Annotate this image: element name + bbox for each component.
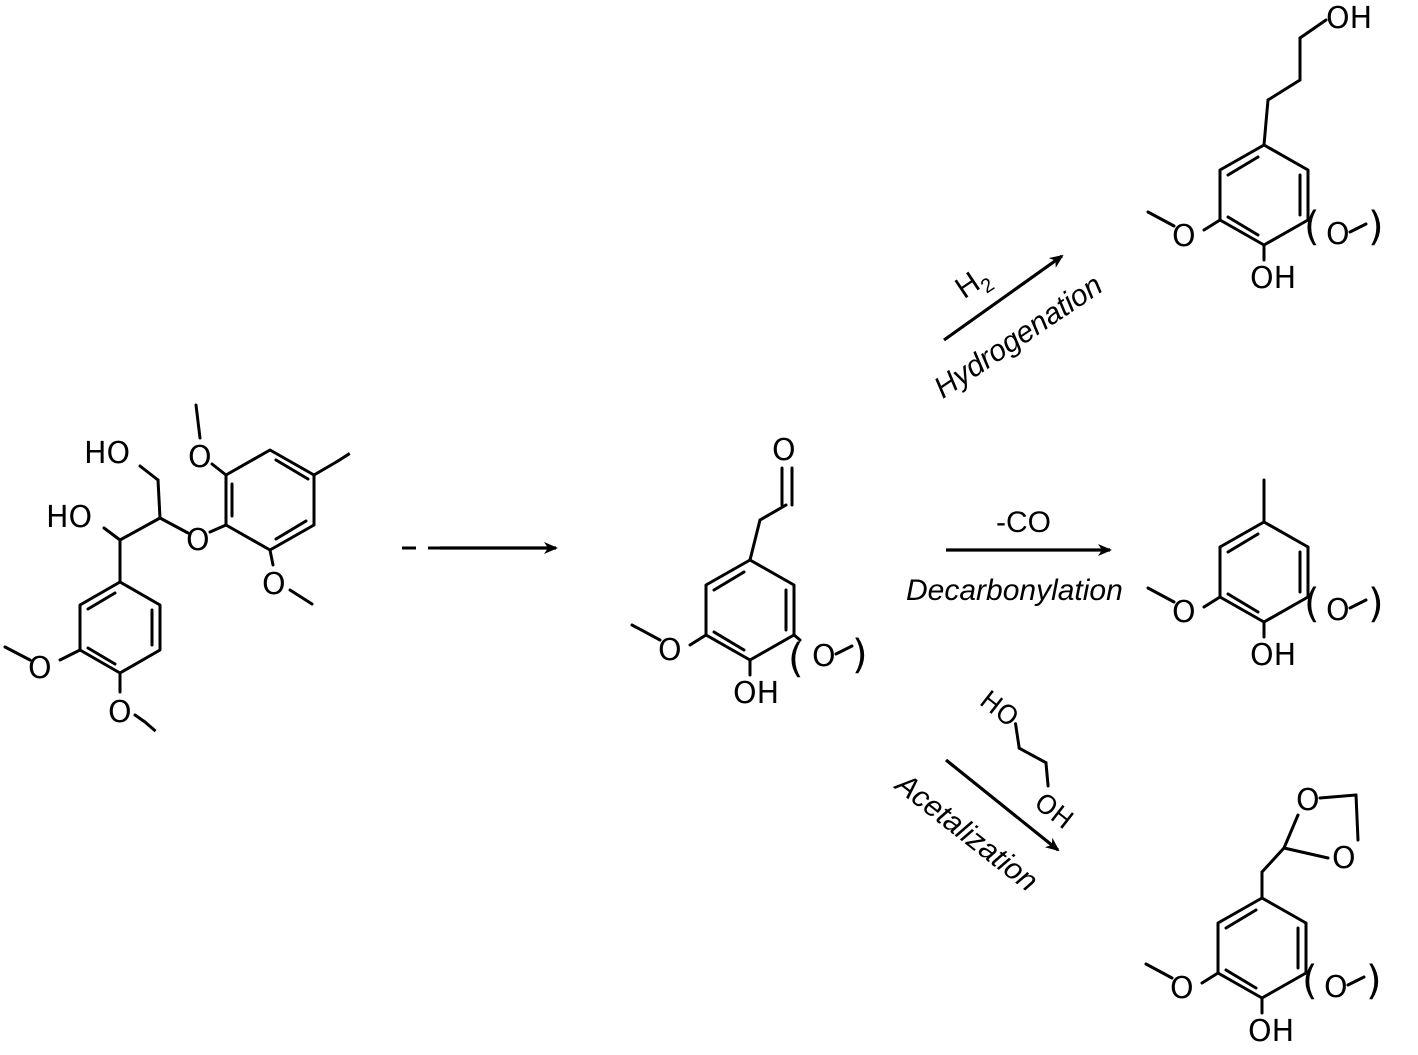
atom-o: O [28,651,52,686]
atom-o: O [186,523,210,558]
atom-o: O [812,639,836,674]
acetalization-label: Acetalization [888,766,1044,898]
atom-oh: OH [1326,1,1372,36]
lignin-dimer-structure: O O O HO HO O O [3,403,353,737]
atom-oh: OH [1028,788,1078,836]
atom-oh: OH [1250,638,1296,673]
ring-aromatic [1218,143,1310,247]
acetalization-step: HO OH Acetalization [888,685,1078,898]
atom-o: O [1326,217,1350,252]
ring-aromatic [704,558,796,662]
ring-aromatic [1216,896,1308,1000]
product-methyl: O OH ( O ) [1146,478,1384,673]
atom-oh: OH [733,676,779,711]
ring-guaiacyl [78,580,162,675]
atom-o: O [108,695,132,730]
decarbonylation-label: Decarbonylation [906,574,1123,607]
hydrogenation-step: H2 Hydrogenation [928,254,1108,405]
atom-o: O [1324,970,1348,1005]
atom-ho: HO [46,500,92,535]
atom-o: O [1172,219,1196,254]
svg-text:(: ( [788,636,804,682]
atom-o: O [1170,971,1194,1006]
atom-o: O [1326,593,1350,628]
ring-syringyl [224,448,316,552]
svg-text:): ) [1368,581,1384,627]
acetalization-arrow [944,758,1060,852]
svg-text:(: ( [1304,581,1320,627]
aldehyde-intermediate: O O OH ( O ) [630,433,868,711]
ring-aromatic [1218,520,1310,624]
product-dioxolane: O O O OH ( O ) [1144,783,1382,1049]
atom-o: O [262,567,286,602]
hydrogenation-reagent: H2 [949,260,998,311]
atom-o: O [772,433,796,468]
atom-o: O [1332,841,1356,876]
atom-oh: OH [1250,261,1296,296]
svg-text:(: ( [1302,958,1318,1004]
atom-o: O [1296,783,1320,818]
decarbonylation-reagent: -CO [996,506,1051,539]
svg-text:): ) [1368,204,1384,250]
atom-oh: OH [1248,1014,1294,1049]
atom-o: O [1172,595,1196,630]
atom-o: O [188,440,212,475]
atom-ho: HO [84,436,130,471]
product-propanol: OH O OH ( O ) [1146,1,1384,296]
decarbonylation-step: -CO Decarbonylation [906,506,1123,607]
atom-o: O [658,633,682,668]
svg-text:): ) [1366,958,1382,1004]
svg-text:): ) [852,632,868,678]
svg-text:(: ( [1304,204,1320,250]
hydrogenation-arrow [943,254,1064,342]
